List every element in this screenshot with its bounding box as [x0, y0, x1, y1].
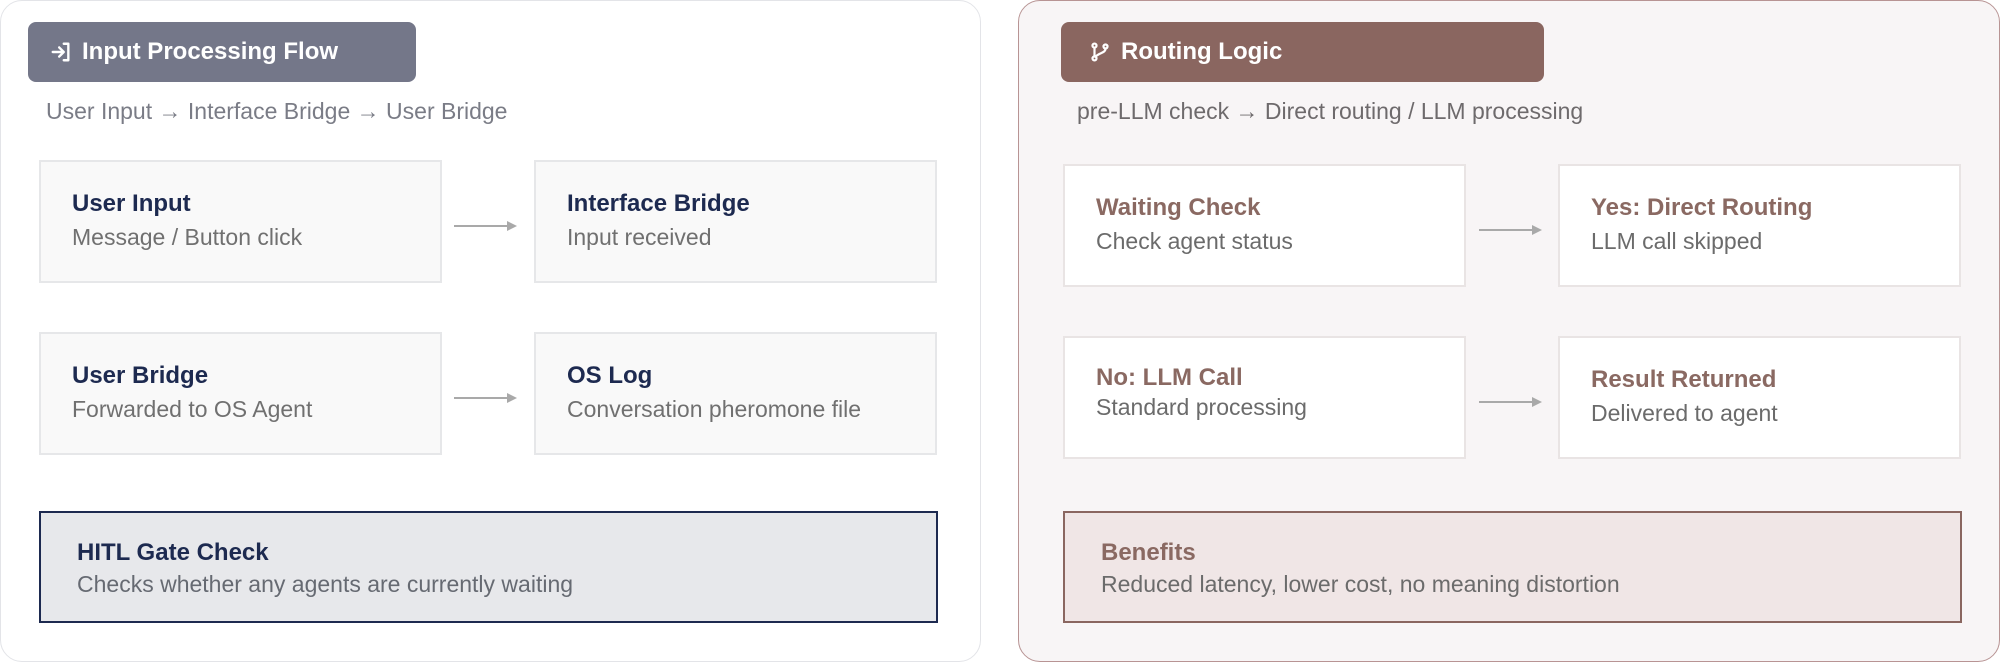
flow-arrow [1479, 225, 1542, 235]
step-title: Interface Bridge [567, 190, 750, 217]
step-desc: Check agent status [1096, 228, 1293, 254]
step-os-log: OS Log Conversation pheromone file [534, 332, 937, 455]
panel-subtitle: User Input → Interface Bridge → User Bri… [46, 98, 508, 124]
step-llm-call: No: LLM Call Standard processing [1063, 336, 1466, 459]
step-title: OS Log [567, 362, 653, 389]
step-desc: Conversation pheromone file [567, 396, 862, 422]
flow-arrow [454, 221, 517, 231]
routing-logic-header: Routing Logic [1061, 22, 1544, 82]
step-waiting-check: Waiting Check Check agent status [1063, 164, 1466, 287]
step-desc: Message / Button click [72, 224, 303, 250]
benefits-title: Benefits [1101, 539, 1196, 566]
step-title: User Bridge [72, 362, 209, 389]
step-title: Waiting Check [1096, 194, 1261, 221]
benefits-box: Benefits Reduced latency, lower cost, no… [1063, 511, 1962, 623]
step-result-returned: Result Returned Delivered to agent [1558, 336, 1961, 459]
panel-title: Routing Logic [1121, 38, 1283, 65]
step-user-input: User Input Message / Button click [39, 160, 442, 283]
sign-in-icon [51, 42, 70, 62]
gate-desc: Checks whether any agents are currently … [77, 571, 574, 597]
step-desc: Delivered to agent [1591, 400, 1778, 426]
step-desc: Input received [567, 224, 712, 250]
input-processing-panel: Input Processing Flow User Input → Inter… [0, 0, 981, 662]
step-desc: Standard processing [1096, 394, 1307, 420]
hitl-gate-check-box: HITL Gate Check Checks whether any agent… [39, 511, 938, 623]
step-direct-routing: Yes: Direct Routing LLM call skipped [1558, 164, 1961, 287]
step-title: No: LLM Call [1096, 364, 1243, 391]
step-user-bridge: User Bridge Forwarded to OS Agent [39, 332, 442, 455]
step-desc: LLM call skipped [1591, 228, 1763, 254]
flow-arrow [1479, 397, 1542, 407]
panel-subtitle: pre-LLM check → Direct routing / LLM pro… [1077, 98, 1584, 124]
step-title: User Input [72, 190, 191, 217]
routing-logic-panel: Routing Logic pre-LLM check → Direct rou… [1018, 0, 2000, 662]
step-desc: Forwarded to OS Agent [72, 396, 313, 422]
flow-arrow [454, 393, 517, 403]
benefits-desc: Reduced latency, lower cost, no meaning … [1101, 571, 1620, 597]
gate-title: HITL Gate Check [77, 539, 269, 566]
step-title: Result Returned [1591, 366, 1777, 393]
input-processing-header: Input Processing Flow [28, 22, 416, 82]
step-title: Yes: Direct Routing [1591, 194, 1813, 221]
step-interface-bridge: Interface Bridge Input received [534, 160, 937, 283]
panel-title: Input Processing Flow [82, 38, 339, 65]
git-branch-icon [1091, 42, 1109, 62]
